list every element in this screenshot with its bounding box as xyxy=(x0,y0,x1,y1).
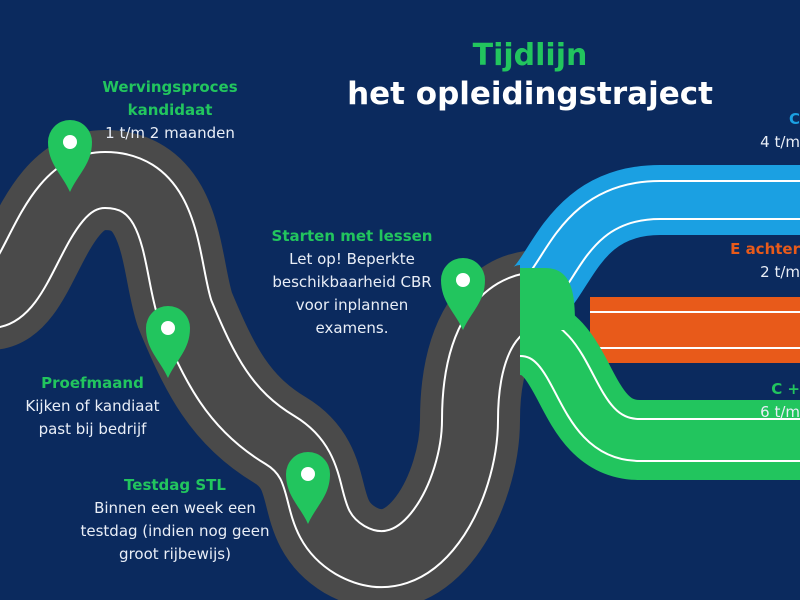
milestone-text: Binnen een week een xyxy=(94,499,256,517)
track-label-green: C + 6 t/m xyxy=(760,378,800,424)
milestone-starten-met-lessen: Starten met lessen Let op! Beperkte besc… xyxy=(262,225,442,340)
track-duration: 4 t/m xyxy=(760,133,800,151)
milestone-testdag: Testdag STL Binnen een week een testdag … xyxy=(70,474,280,566)
track-heading: C xyxy=(788,110,800,128)
milestone-text: groot rijbewijs) xyxy=(119,545,231,563)
track-label-blue: C 4 t/m xyxy=(760,108,800,154)
track-duration: 2 t/m xyxy=(760,263,800,281)
green-track xyxy=(515,268,800,480)
milestone-text: Kijken of kandiaat xyxy=(25,397,160,415)
track-duration: 6 t/m xyxy=(760,403,800,421)
milestone-text: beschikbaarheid CBR xyxy=(272,273,432,291)
pin-icon xyxy=(48,120,92,192)
pin-icon xyxy=(286,452,330,524)
milestone-text: testdag (indien nog geen xyxy=(80,522,270,540)
pin-icon xyxy=(146,306,190,378)
title-line-2: het opleidingstraject xyxy=(347,76,713,112)
milestone-wervingsproces: Wervingsproces kandidaat 1 t/m 2 maanden xyxy=(80,76,260,145)
milestone-text: past bij bedrijf xyxy=(38,420,147,438)
milestone-heading: kandidaat xyxy=(127,101,213,119)
milestone-heading: Testdag STL xyxy=(124,476,226,494)
milestone-proefmaand: Proefmaand Kijken of kandiaat past bij b… xyxy=(5,372,180,441)
milestone-heading: Starten met lessen xyxy=(271,227,433,245)
milestone-text: voor inplannen xyxy=(295,296,409,314)
milestone-heading: Wervingsproces xyxy=(102,78,238,96)
milestone-heading: Proefmaand xyxy=(41,374,144,392)
track-label-orange: E achter 2 t/m xyxy=(730,238,800,284)
winding-road xyxy=(0,129,560,600)
track-heading: E achter xyxy=(730,240,800,258)
milestone-text: examens. xyxy=(315,319,389,337)
track-heading: C + xyxy=(771,380,800,398)
milestone-text: Let op! Beperkte xyxy=(289,250,415,268)
title-line-1: Tijdlijn xyxy=(472,38,588,73)
pin-icon xyxy=(441,258,485,330)
milestone-text: 1 t/m 2 maanden xyxy=(105,124,235,142)
